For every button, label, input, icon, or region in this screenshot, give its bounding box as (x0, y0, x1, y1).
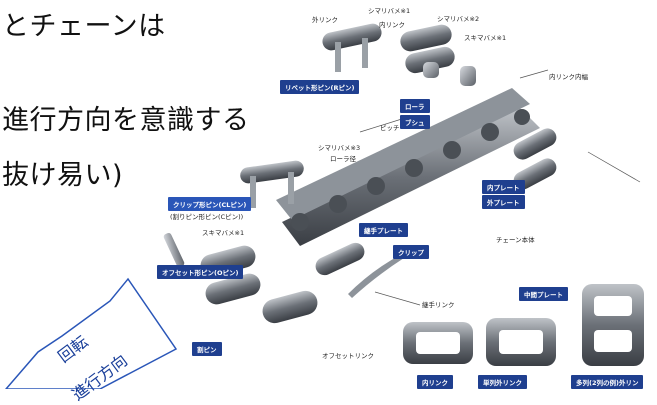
rivet-pin-link (322, 23, 382, 72)
rotation-callout (5, 277, 178, 389)
label-loose-fit: スキマバメ※1 (464, 34, 507, 42)
offset-link-parts (200, 245, 318, 324)
label-pitch: ピッチ (380, 124, 400, 132)
slide-text-line-3: 抜け易い) (2, 160, 124, 191)
label-offset-link: オフセットリンク (322, 352, 374, 360)
joint-plate-and-clip (315, 242, 404, 298)
tag-multi-outer-link: 多列(2列の例)外リン (571, 375, 644, 389)
label-outer-link: 外リンク (312, 16, 338, 24)
tag-roller: ローラ (400, 99, 430, 113)
offset-pin (163, 232, 185, 268)
inner-link-top (400, 24, 455, 74)
label-spring-clip-3: シマリバメ※3 (318, 144, 361, 152)
bottom-inner-link (403, 322, 473, 364)
tag-rivet-pin: リベット形ピン(Rピン) (280, 80, 360, 94)
label-spring-clip-1: シマリバメ※1 (368, 7, 411, 15)
tag-inner-plate: 内プレート (482, 180, 525, 194)
tag-offset-pin: オフセット形ピン(Oピン) (157, 265, 244, 279)
tag-clip-pin-sub: (割りピン形ピン(Cピン)) (170, 213, 244, 221)
tag-inner-link-bottom: 内リンク (417, 375, 453, 389)
dimension-lines (359, 69, 641, 306)
clip-pin (240, 160, 304, 208)
label-inner-link: 内リンク (379, 21, 405, 29)
bottom-multi-outer-link (582, 284, 644, 366)
tag-clip-pin: クリップ形ピン(CLピン) (168, 197, 252, 211)
slide-text-line-2: 進行方向を意識する (2, 105, 250, 136)
label-loose-fit-2: スキマバメ※1 (202, 229, 245, 237)
label-spring-clip-2: シマリバメ※2 (437, 15, 480, 23)
label-joint-link: 継手リンク (422, 301, 455, 309)
roller-bush-parts (423, 62, 476, 86)
tag-split-pin: 割ピン (192, 342, 222, 356)
tag-clip: クリップ (393, 245, 429, 259)
label-inner-link-width: 内リンク内幅 (549, 73, 588, 81)
tag-joint-plate: 継手プレート (359, 223, 408, 237)
chain-illustration (5, 23, 644, 389)
tag-outer-plate: 外プレート (482, 195, 525, 209)
tag-mid-plate: 中間プレート (519, 287, 568, 301)
label-roller-dia: ローラ径 (330, 155, 356, 163)
main-chain (276, 88, 540, 246)
tag-bush: ブシュ (400, 115, 430, 129)
tag-single-outer-link: 単列外リンク (478, 375, 527, 389)
label-chain-body: チェーン本体 (496, 236, 535, 244)
slide-text-line-1: とチェーンは (2, 11, 166, 42)
bottom-single-outer-link (486, 318, 556, 366)
